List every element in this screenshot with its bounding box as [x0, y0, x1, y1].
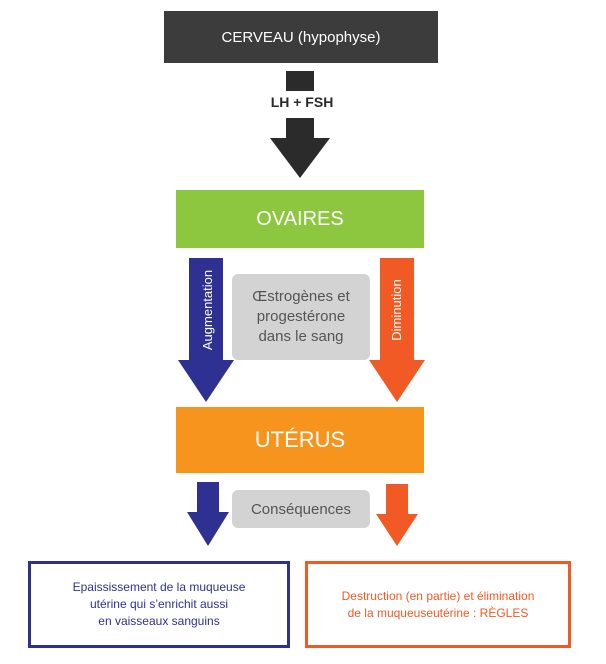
left-consequence-arrow-head: [187, 512, 229, 546]
decrease-label: Diminution: [389, 279, 404, 341]
left-consequence-arrow-stem: [197, 482, 219, 514]
consequences-label: Conséquences: [250, 500, 352, 518]
left-result-box: Epaississement de la muqueuse utérine qu…: [28, 561, 290, 648]
decrease-arrow-head: [369, 360, 425, 402]
arrow-brain-to-ovaries-stem-bottom: [286, 118, 314, 140]
uterus-label: UTÉRUS: [254, 427, 346, 452]
blood-hormones-label: Œstrogènes et progestérone dans le sang: [252, 288, 350, 345]
right-consequence-arrow-head: [376, 514, 418, 546]
arrow-brain-to-ovaries-head: [270, 138, 330, 178]
right-consequence-arrow-stem: [386, 484, 408, 516]
decrease-arrow-stem: [380, 258, 414, 362]
uterus-box: UTÉRUS: [176, 407, 424, 473]
left-result-text: Epaississement de la muqueuse utérine qu…: [72, 580, 246, 628]
increase-arrow-head: [178, 360, 234, 402]
blood-hormones-box: Œstrogènes et progestérone dans le sang: [232, 274, 370, 360]
right-result-text: Destruction (en partie) et élimination d…: [341, 588, 535, 620]
increase-arrow-stem: [189, 258, 223, 362]
hormones-label: LH + FSH: [270, 94, 334, 110]
ovaries-box: OVAIRES: [176, 190, 424, 248]
increase-label: Augmentation: [200, 269, 215, 351]
consequences-box: Conséquences: [232, 490, 370, 528]
ovaries-label: OVAIRES: [256, 207, 344, 230]
brain-label: CERVEAU (hypophyse): [221, 28, 381, 46]
arrow-brain-to-ovaries-stem-top: [286, 71, 314, 91]
brain-box: CERVEAU (hypophyse): [164, 11, 438, 63]
right-result-box: Destruction (en partie) et élimination d…: [305, 561, 571, 648]
